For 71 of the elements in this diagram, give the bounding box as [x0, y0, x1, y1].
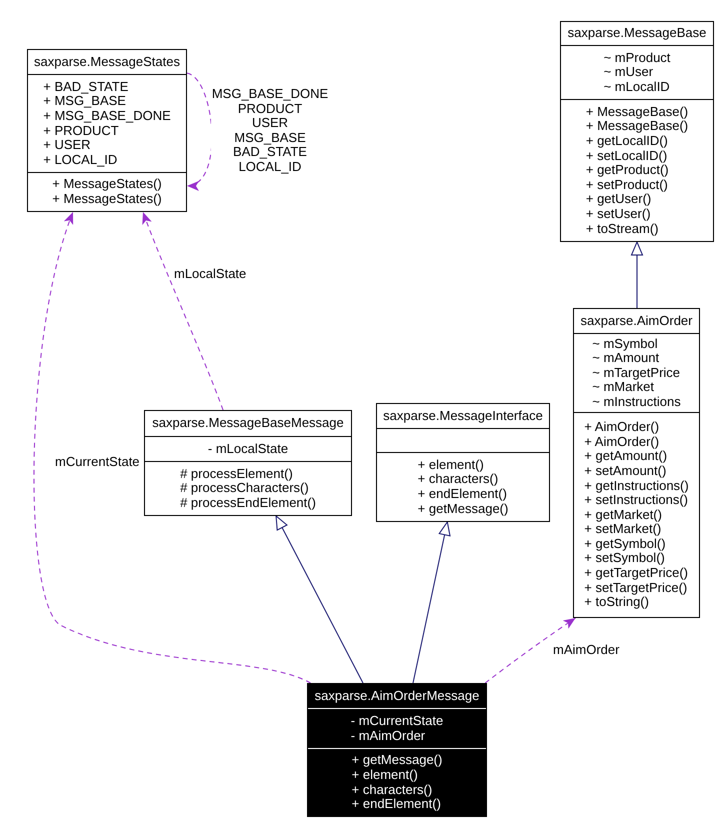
method-text: + setAmount() — [584, 464, 666, 479]
method-text: + getInstructions() — [584, 478, 689, 494]
attribute-text: ~ mTargetPrice — [592, 366, 680, 380]
attribute-text: + PRODUCT — [43, 124, 119, 138]
class-name: saxparse.AimOrder — [580, 314, 692, 328]
class-name: saxparse.AimOrderMessage — [314, 688, 480, 704]
method-text: + MessageStates() — [52, 177, 162, 192]
attribute-text: - mCurrentState — [350, 714, 444, 728]
attribute-text: + LOCAL_ID — [43, 152, 118, 168]
class-box — [27, 49, 187, 212]
class-box — [376, 403, 550, 522]
class-name: saxparse.MessageBase — [568, 26, 706, 41]
inheritance-arrow — [631, 242, 643, 308]
method-text: + MessageBase() — [586, 119, 688, 134]
attribute-text: ~ mInstructions — [592, 394, 681, 410]
attribute-text: + MSG_BASE_DONE — [43, 108, 171, 124]
method-text: + MessageBase() — [586, 104, 688, 120]
attribute-text: ~ mUser — [604, 65, 654, 80]
attribute-text: ~ mSymbol — [592, 336, 658, 352]
inheritance-arrow — [412, 522, 450, 684]
method-text: + setInstructions() — [584, 493, 688, 508]
method-text: + getUser() — [586, 192, 652, 207]
dashed-arrow — [142, 212, 224, 410]
method-text: + endElement() — [418, 487, 507, 502]
method-text: + toStream() — [586, 222, 658, 236]
method-text: + getMessage() — [352, 753, 442, 768]
attribute-text: + USER — [43, 138, 91, 153]
attribute-text: ~ mAmount — [592, 351, 660, 366]
method-text: + setSymbol() — [584, 551, 665, 566]
attribute-text: - mAimOrder — [350, 728, 426, 744]
method-text: + element() — [352, 768, 418, 782]
class-name: saxparse.MessageStates — [34, 54, 180, 70]
method-text: + setLocalID() — [586, 148, 668, 164]
method-text: # processElement() — [180, 466, 293, 482]
method-text: # processEndElement() — [180, 496, 316, 510]
method-text: + element() — [418, 458, 484, 472]
method-text: + getAmount() — [584, 449, 668, 464]
attribute-text: ~ mLocalID — [604, 80, 670, 94]
method-text: + getProduct() — [586, 163, 669, 178]
class-box — [573, 308, 700, 618]
method-text: + getMarket() — [584, 508, 662, 522]
inheritance-arrow — [276, 516, 364, 684]
class-box — [307, 683, 487, 817]
method-text: + getLocalID() — [586, 134, 668, 149]
method-text: + setMarket() — [584, 522, 662, 537]
class-box — [144, 410, 352, 516]
method-text: + characters() — [352, 782, 432, 798]
attribute-text: + BAD_STATE — [43, 80, 128, 94]
method-text: # processCharacters() — [180, 481, 309, 496]
dashed-arrow — [34, 212, 312, 684]
attribute-text: - mLocalState — [208, 442, 288, 456]
method-text: + setProduct() — [586, 178, 668, 192]
edge-label: MSG_BASE_DONE PRODUCT USER MSG_BASE BAD_STATE LOCAL_ID — [211, 87, 329, 175]
method-text: + getMessage() — [418, 502, 508, 516]
class-box — [560, 21, 714, 242]
method-text: + setUser() — [586, 206, 651, 222]
dashed-arrow — [484, 618, 576, 684]
method-text: + MessageStates() — [52, 192, 162, 207]
method-text: + AimOrder() — [584, 434, 660, 450]
method-text: + setTargetPrice() — [584, 580, 688, 596]
method-text: + AimOrder() — [584, 420, 660, 435]
method-text: + getTargetPrice() — [584, 566, 688, 581]
attribute-text: + MSG_BASE — [43, 94, 126, 109]
method-text: + characters() — [418, 472, 498, 487]
attribute-text: ~ mMarket — [592, 380, 654, 395]
attribute-text: ~ mProduct — [604, 50, 670, 66]
class-name: saxparse.MessageInterface — [383, 408, 543, 424]
class-name: saxparse.MessageBaseMessage — [152, 416, 344, 431]
method-text: + getSymbol() — [584, 536, 666, 552]
method-text: + endElement() — [352, 797, 441, 812]
method-text: + toString() — [584, 595, 649, 610]
